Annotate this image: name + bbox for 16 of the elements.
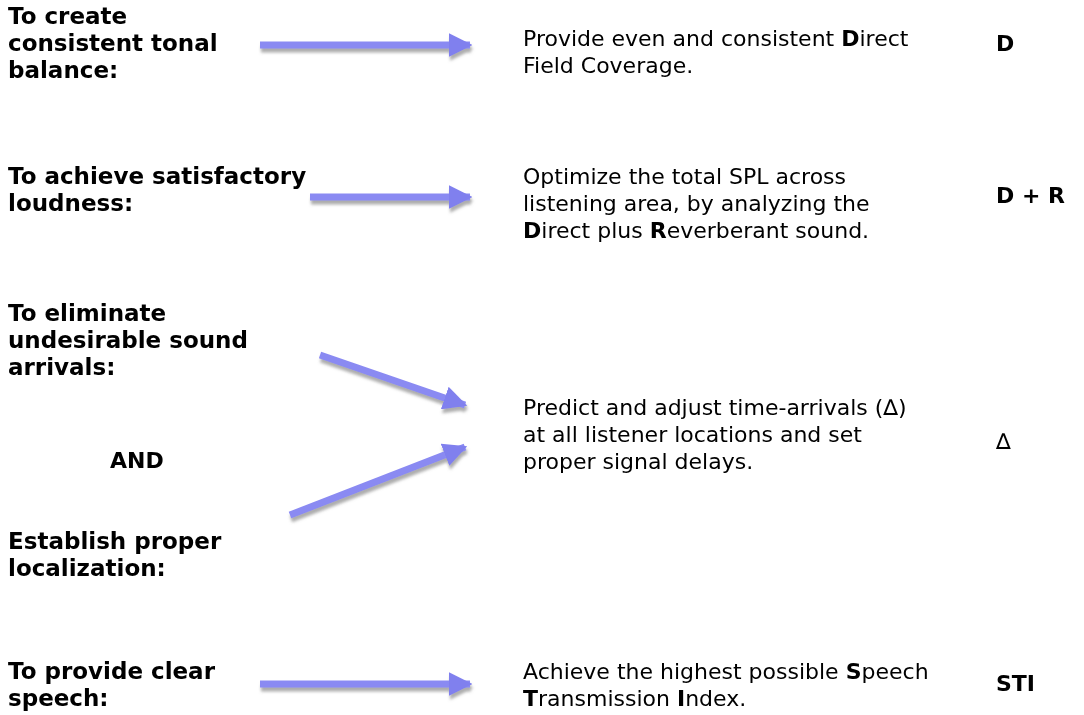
method-text: Achieve the highest possible Speech Transmission Index. — [522, 658, 930, 712]
symbol-label: D — [996, 30, 1015, 57]
goal-text: To achieve satisfactory loudness: — [8, 163, 308, 217]
goal-text: To provide clear speech: — [8, 658, 216, 712]
symbol-label: STI — [996, 670, 1036, 697]
goal-text: Establish proper localization: — [8, 528, 223, 582]
method-text: Predict and adjust time-arrivals (∆) at all listener locations and set proper signal delays. — [522, 394, 908, 475]
arrow — [318, 351, 468, 410]
method-text: Provide even and consistent Direct Field Coverage. — [522, 25, 910, 79]
goal-text: To create consistent tonal balance: — [8, 3, 219, 84]
arrow — [288, 443, 468, 519]
symbol-label: ∆ — [996, 428, 1011, 455]
goal-text: To eliminate undesirable sound arrivals: — [8, 300, 249, 381]
symbol-label: D + R — [996, 182, 1065, 209]
conjunction-label: AND — [110, 447, 164, 474]
method-text: Optimize the total SPL across listening area, by analyzing the Direct plus Reverberant sound. — [522, 163, 871, 244]
